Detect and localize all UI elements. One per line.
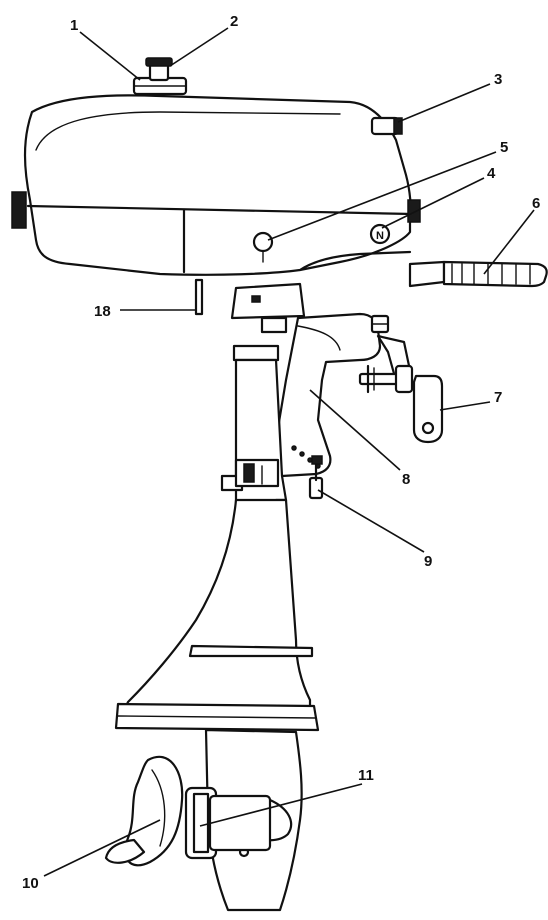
upper-mount: [230, 282, 306, 362]
callout-11: 11: [358, 767, 374, 784]
callout-1: 1: [70, 17, 78, 34]
callout-4: 4: [487, 165, 496, 182]
leader-5: [267, 151, 497, 241]
callout-5: 5: [500, 139, 508, 156]
callout-10: 10: [22, 875, 39, 892]
leader-10: [43, 819, 161, 877]
callout-7: 7: [494, 389, 502, 406]
leader-11: [199, 783, 363, 827]
leader-6: [483, 209, 535, 275]
propeller-hub: [184, 786, 272, 860]
leader-3: [397, 83, 491, 123]
choke-knob: [252, 231, 274, 263]
callout-6: 6: [532, 195, 540, 212]
leader-lines: [43, 27, 535, 877]
leader-2: [169, 27, 229, 67]
engine-cowling: [11, 94, 421, 276]
callout-2: 2: [230, 13, 238, 30]
clamp-bracket: [274, 312, 414, 478]
dipstick: [194, 278, 204, 316]
clamp-screw: [358, 364, 444, 444]
leader-1: [79, 31, 141, 81]
callout-3: 3: [494, 71, 502, 88]
fuel-tank-cap: [132, 57, 188, 96]
neutral-indicator: N: [369, 223, 391, 245]
tiller-handle: [408, 260, 548, 288]
callout-labels: 1 2 3 4 5 6 7 8 9 10 11 18: [22, 13, 540, 892]
propeller: [104, 755, 184, 867]
callout-8: 8: [402, 471, 410, 488]
leader-7: [439, 401, 491, 411]
tilt-pin: [308, 455, 324, 500]
neutral-mark-text: N: [376, 230, 384, 242]
callout-18: 18: [94, 303, 111, 320]
leader-9: [317, 489, 425, 553]
leader-8: [309, 389, 401, 471]
stop-switch: [370, 116, 403, 136]
callout-9: 9: [424, 553, 432, 570]
leader-4: [381, 177, 485, 229]
lower-unit: [114, 498, 320, 912]
